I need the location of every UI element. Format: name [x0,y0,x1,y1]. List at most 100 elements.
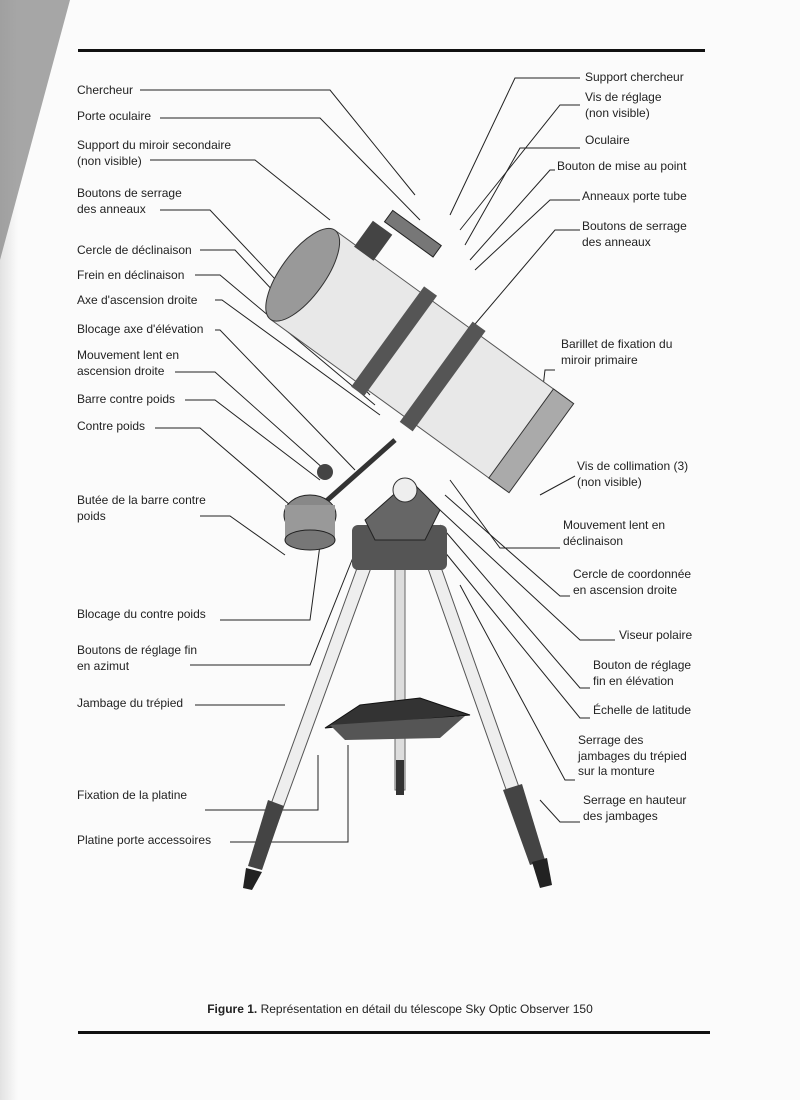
leader-line [444,494,570,597]
callout-label-line: des jambages [583,808,658,823]
callout-label-line: Viseur polaire [619,628,693,642]
tube-ring-1 [351,286,438,397]
bottom-rule [78,1031,710,1034]
right-callout-label: Vis de réglage(non visible) [585,90,662,121]
left-callout-label: Platine porte accessoires [77,833,211,849]
leader-line [220,544,321,621]
leader-line [439,524,590,689]
leader-line [175,371,326,471]
leader-line [459,584,575,781]
leader-line [449,77,580,216]
callout-label-line: Bouton de réglage [593,658,692,672]
callout-label-line: jambages du trépied [578,748,687,763]
callout-label-line: Bouton de mise au point [557,159,687,173]
left-callout-label: Axe d'ascension droite [77,293,197,309]
callout-label-line: (non visible) [585,105,650,120]
callout-label-line: ascension droite [77,363,165,378]
left-callout-label: Porte oculaire [77,109,151,125]
callout-label-line: Anneaux porte tube [582,189,687,203]
leader-line [459,104,580,231]
left-callout-label: Support du miroir secondaire(non visible… [77,138,231,169]
leader-line [155,427,291,506]
leader-line [190,539,361,666]
callout-label-line: Contre poids [77,419,146,433]
leader-line [205,755,319,811]
left-callout-label: Fixation de la platine [77,788,187,804]
right-callout-label: Viseur polaire [619,628,692,644]
top-rule [78,49,705,52]
callout-label-line: en azimut [77,658,130,673]
eyepiece-holder [354,220,393,261]
callout-label-line: Vis de réglage [585,90,662,104]
figure-caption-text: Représentation en détail du télescope Sk… [257,1002,593,1016]
callout-label-line: déclinaison [563,533,624,548]
callout-label-line: Boutons de serrage [77,186,182,200]
right-callout-label: Support chercheur [585,70,684,86]
leader-line [200,515,286,556]
callout-label-line: Porte oculaire [77,109,152,123]
left-callout-label: Contre poids [77,419,145,435]
callout-label-line: Vis de collimation (3) [577,459,689,473]
leader-line [469,229,580,331]
callout-label-line: Fixation de la platine [77,788,188,802]
left-callout-label: Jambage du trépied [77,696,183,712]
left-callout-label: Cercle de déclinaison [77,243,192,259]
left-callout-label: Frein en déclinaison [77,268,184,284]
callout-label-line: Serrage des [578,733,644,747]
right-callout-label: Oculaire [585,133,630,149]
callout-label-line: des anneaux [582,234,651,249]
callout-label-line: (non visible) [577,474,642,489]
callout-label-line: Blocage du contre poids [77,607,206,621]
callout-label-line: (non visible) [77,153,142,168]
callout-label-line: Boutons de serrage [582,219,687,233]
callout-label-line: Serrage en hauteur [583,793,687,807]
callout-label-line: fin en élévation [593,673,674,688]
telescope-tube [265,209,575,494]
leader-line [215,329,356,471]
callout-label-line: Chercheur [77,83,134,97]
telescope-illustration [243,209,575,890]
leader-line [539,475,576,496]
leader-line [449,479,560,549]
callout-label-line: Boutons de réglage fin [77,643,198,657]
callout-label-line: Frein en déclinaison [77,268,185,282]
leader-line [185,399,321,481]
tripod-leg-rear [394,559,406,795]
right-callout-label: Échelle de latitude [593,703,691,719]
left-callout-label: Chercheur [77,83,133,99]
callout-label-line: en ascension droite [573,582,678,597]
counterweight [283,494,337,551]
scan-edge-shadow [0,0,18,1100]
callout-label-line: Cercle de coordonnée [573,567,692,581]
callout-label-line: Mouvement lent en [77,348,180,362]
right-callout-label: Vis de collimation (3)(non visible) [577,459,688,490]
tripod-leg-left [243,559,373,890]
leader-line [464,147,580,246]
finder-scope [383,209,442,258]
callout-label-line: Axe d'ascension droite [77,293,198,307]
leader-line [469,169,555,261]
tube-ring-2 [399,321,486,432]
leader-line [539,799,580,823]
leader-line [434,539,590,719]
leader-line [140,89,416,196]
callout-label-line: Oculaire [585,133,630,147]
leader-line [150,159,331,221]
figure-caption: Figure 1. Représentation en détail du té… [0,1002,800,1016]
callout-label-line: Support du miroir secondaire [77,138,232,152]
callout-label-line: Cercle de déclinaison [77,243,192,257]
figure-number: Figure 1. [207,1002,258,1016]
callout-label-line: Barre contre poids [77,392,176,406]
callout-label-line: Blocage axe d'élévation [77,322,204,336]
callout-label-line: Jambage du trépied [77,696,184,710]
callout-label-line: sur la monture [578,764,655,778]
